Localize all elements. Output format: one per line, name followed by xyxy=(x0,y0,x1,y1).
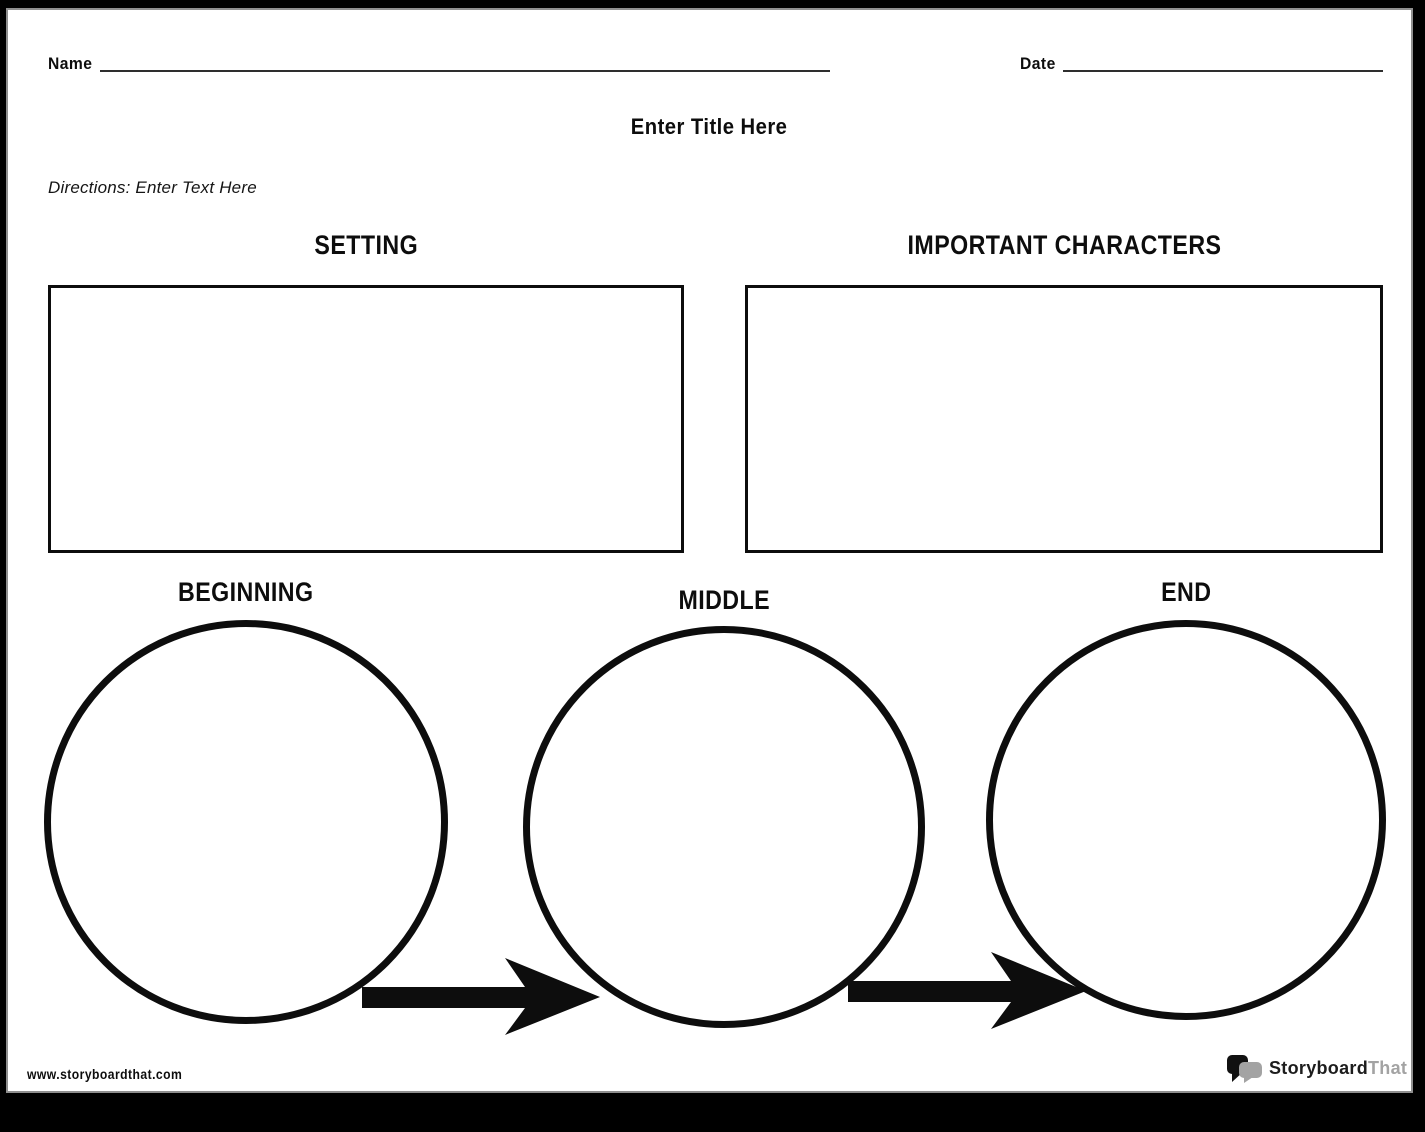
middle-circle[interactable] xyxy=(523,626,925,1028)
name-label: Name xyxy=(48,54,96,74)
worksheet-title-text[interactable]: Enter Title Here xyxy=(631,114,788,139)
name-label-text: Name xyxy=(48,54,93,73)
characters-header-text: IMPORTANT CHARACTERS xyxy=(907,230,1221,260)
arrow-right-icon xyxy=(362,958,600,1035)
website-url-text: www.storyboardthat.com xyxy=(27,1067,183,1082)
date-input-line[interactable] xyxy=(1063,70,1383,72)
middle-header: MIDDLE xyxy=(523,585,925,616)
speech-bubbles-icon xyxy=(1227,1055,1262,1083)
logo-text-primary: Storyboard xyxy=(1269,1057,1369,1078)
date-label-text: Date xyxy=(1020,54,1056,73)
website-url: www.storyboardthat.com xyxy=(27,1066,200,1084)
directions-text[interactable]: Directions: Enter Text Here xyxy=(48,178,257,197)
logo-text-secondary: That xyxy=(1368,1057,1408,1078)
characters-header: IMPORTANT CHARACTERS xyxy=(745,230,1383,261)
name-input-line[interactable] xyxy=(100,70,830,72)
end-header: END xyxy=(986,577,1386,608)
worksheet-page: Name Date Enter Title Here Directions: E… xyxy=(6,8,1413,1093)
beginning-circle[interactable] xyxy=(44,620,448,1024)
setting-header: SETTING xyxy=(48,230,684,261)
beginning-header: BEGINNING xyxy=(44,577,448,608)
characters-write-box[interactable] xyxy=(745,285,1383,553)
logo-wordmark: StoryboardThat xyxy=(1269,1058,1407,1079)
storyboardthat-logo: StoryboardThat xyxy=(1227,1053,1407,1083)
beginning-header-text: BEGINNING xyxy=(178,577,314,607)
setting-header-text: SETTING xyxy=(314,230,418,260)
date-label: Date xyxy=(1020,54,1059,74)
middle-header-text: MIDDLE xyxy=(678,585,770,615)
end-circle[interactable] xyxy=(986,620,1386,1020)
end-header-text: END xyxy=(1160,577,1212,607)
worksheet-title[interactable]: Enter Title Here xyxy=(8,114,1411,140)
arrow-right-icon xyxy=(848,952,1086,1029)
setting-write-box[interactable] xyxy=(48,285,684,553)
